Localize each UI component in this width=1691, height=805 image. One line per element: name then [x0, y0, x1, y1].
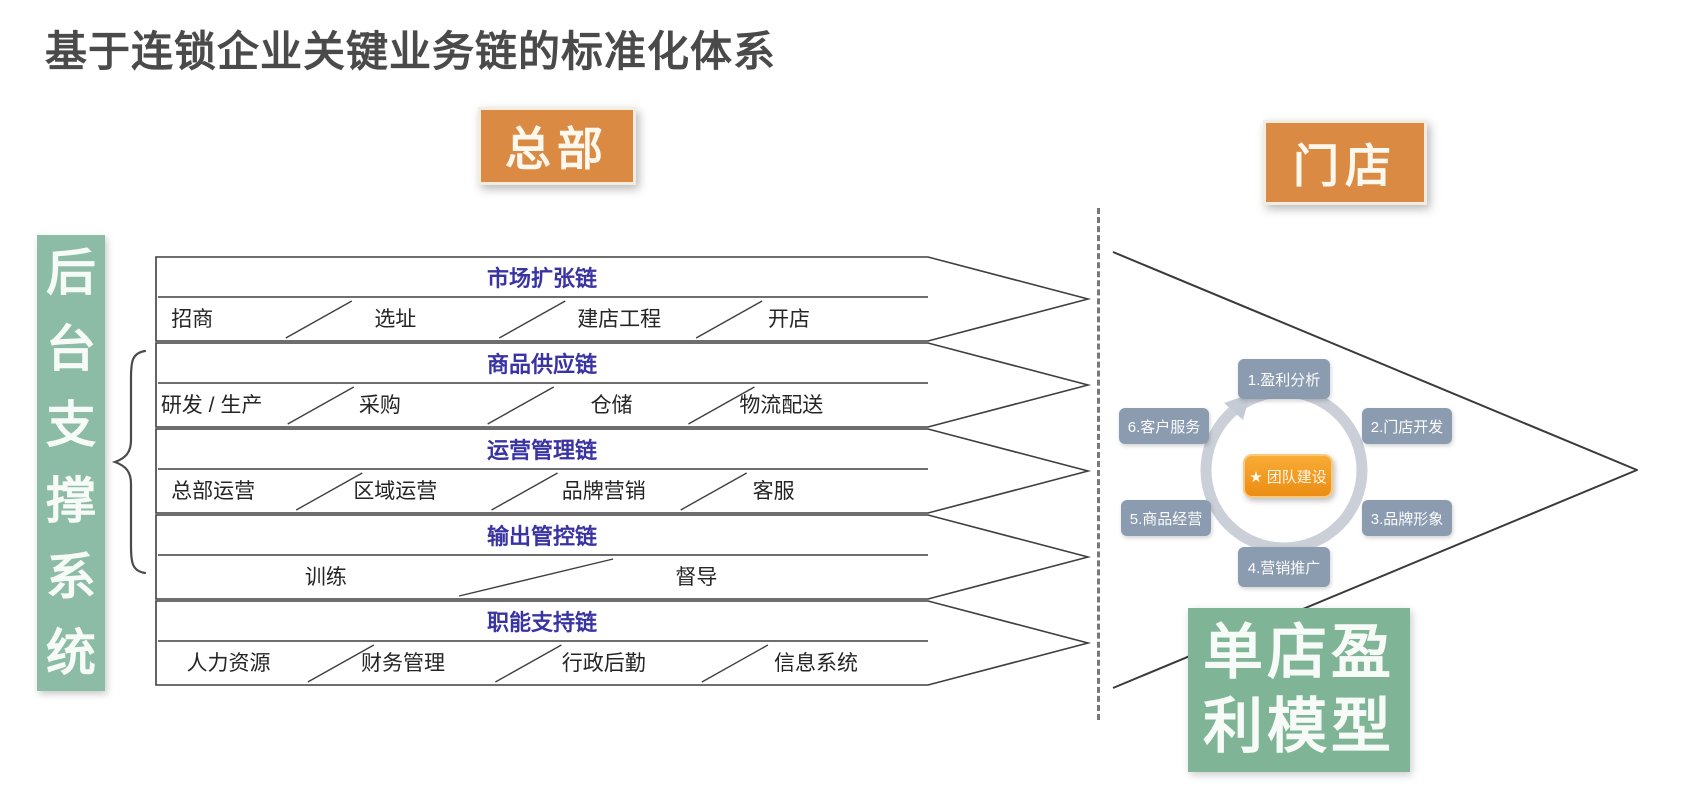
store-label: 门店 [1293, 139, 1397, 192]
chain-item-label: 人力资源 [187, 652, 271, 675]
chain-item-label: 督导 [675, 566, 717, 589]
chain-item-label: 物流配送 [739, 394, 823, 417]
store-badge: 门店 [1263, 120, 1427, 205]
chain-title: 商品供应链 [487, 352, 597, 377]
chain-item-label: 训练 [305, 566, 347, 589]
store-profit-cycle: 1.盈利分析 2.门店开发 3.品牌形象 4.营销推广 5.商品经营 6.客户服务 ★ 团队… [1110, 340, 1455, 605]
chain-row: 职能支持链人力资源 财务管理 行政后勤 信息系统 [150, 600, 1092, 686]
chain-item-label: 开店 [768, 308, 810, 331]
item-divider-slash [701, 644, 769, 683]
headquarters-label: 总部 [505, 123, 609, 175]
chain-item-label: 研发 / 生产 [161, 394, 263, 417]
chain-item-label: 采购 [359, 394, 401, 417]
chain-item-label: 总部运营 [171, 480, 255, 503]
page-title: 基于连锁企业关键业务链的标准化体系 [45, 28, 777, 75]
cycle-node: 1.盈利分析 [1238, 359, 1330, 399]
item-divider-slash [307, 644, 375, 683]
chain-title: 运营管理链 [487, 438, 597, 463]
chain-item-label: 行政后勤 [562, 652, 646, 675]
item-divider-slash [498, 300, 566, 339]
item-divider-slash [487, 386, 555, 425]
backend-support-bar: 后台支撑系统 [37, 235, 105, 691]
cycle-center-node: ★ 团队建设 [1243, 454, 1333, 498]
chain-row: 商品供应链研发 / 生产 采购 仓储 物流配送 [150, 342, 1092, 428]
item-divider-slash [495, 644, 562, 683]
item-divider-slash [285, 300, 353, 339]
headquarters-badge: 总部 [478, 107, 636, 185]
chain-item-label: 品牌营销 [562, 480, 646, 503]
chain-title: 市场扩张链 [487, 266, 597, 291]
chain-row: 输出管控链训练 督导 [150, 514, 1092, 600]
item-divider-slash [458, 558, 614, 597]
cycle-node: 6.客户服务 [1119, 408, 1209, 444]
cycle-node: 5.商品经营 [1121, 500, 1211, 536]
chain-item-label: 区域运营 [353, 480, 437, 503]
cycle-node: 2.门店开发 [1362, 408, 1452, 444]
item-divider-slash [688, 386, 755, 425]
cycle-node: 3.品牌形象 [1362, 500, 1452, 536]
store-profit-model-line1: 单店盈 [1203, 619, 1395, 686]
cycle-node: 4.营销推广 [1238, 547, 1330, 587]
chain-title: 输出管控链 [487, 524, 597, 549]
cycle-arrow-icon [1224, 394, 1250, 420]
curly-brace-icon [111, 349, 147, 575]
chain-row: 运营管理链总部运营 区域运营 品牌营销 客服 [150, 428, 1092, 514]
chain-item-label: 客服 [753, 480, 795, 503]
item-divider-slash [491, 472, 558, 511]
item-divider-slash [295, 472, 363, 511]
chain-item-label: 信息系统 [774, 652, 858, 675]
item-divider-slash [680, 472, 748, 511]
item-divider-slash [695, 300, 763, 339]
chain-item-label: 建店工程 [577, 308, 661, 331]
chain-item-label: 选址 [374, 308, 416, 331]
store-profit-model-badge: 单店盈 利模型 [1188, 608, 1410, 772]
chain-item-label: 仓储 [590, 394, 632, 417]
item-divider-slash [287, 386, 355, 425]
chain-item-label: 财务管理 [361, 652, 445, 675]
chain-title: 职能支持链 [487, 610, 597, 635]
chain-row: 市场扩张链招商 选址 建店工程 开店 [150, 256, 1092, 342]
chain-item-label: 招商 [171, 308, 213, 331]
dashed-divider [1097, 208, 1100, 720]
store-profit-model-line2: 利模型 [1203, 693, 1395, 760]
